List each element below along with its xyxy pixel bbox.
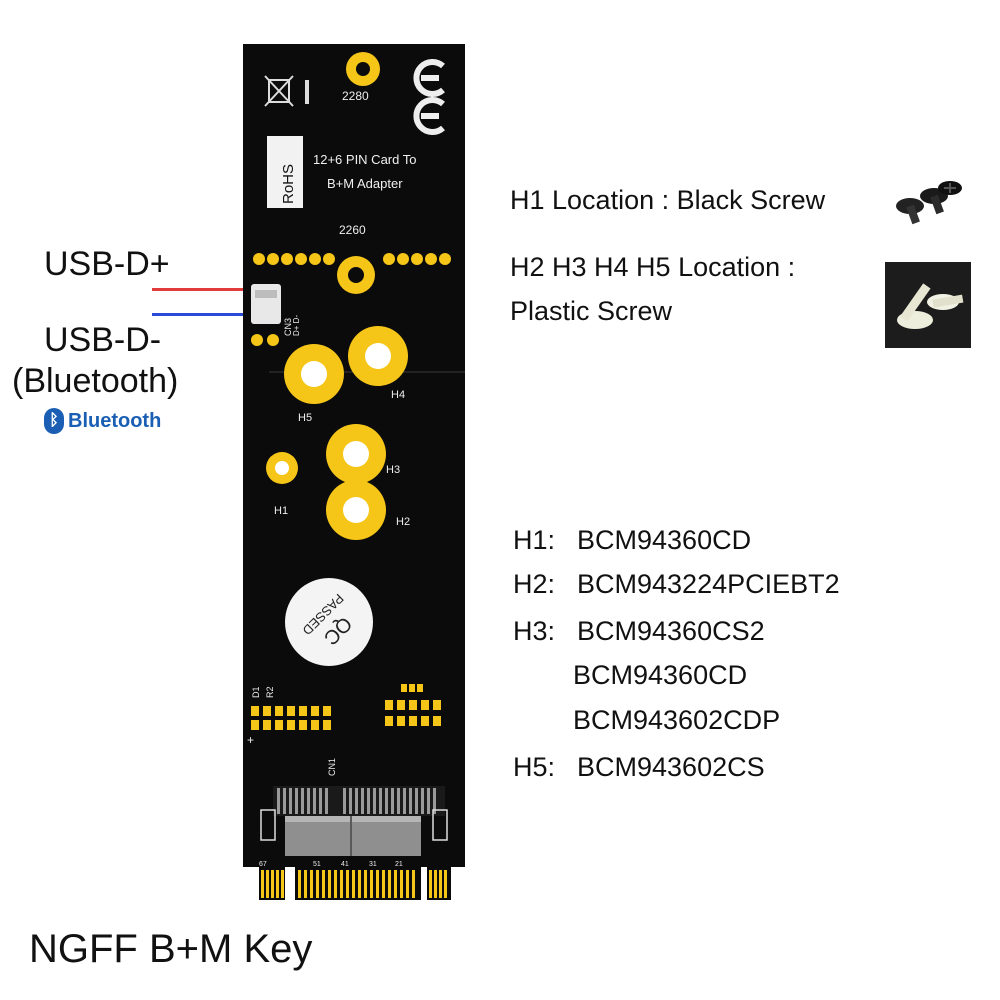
pin-21: 21 — [395, 861, 403, 868]
cn3-pin-labels: D+ D- — [292, 315, 301, 336]
edge-fingers-middle — [298, 870, 415, 898]
rohs-text: RoHS — [280, 164, 297, 204]
pin-67: 67 — [259, 861, 267, 868]
edge-fingers-left — [261, 870, 284, 898]
h5-label: H5 — [298, 412, 312, 424]
cn1-label: CN1 — [327, 758, 337, 776]
board-title-line2: B+M Adapter — [327, 176, 403, 191]
cn1-plug — [285, 816, 421, 856]
usb-dminus-label: USB-D- — [44, 321, 162, 359]
pad-row-left — [253, 253, 335, 265]
cn1-connector — [273, 786, 445, 816]
silk-plus: + — [247, 733, 254, 747]
smd-pads-left — [251, 706, 331, 730]
bluetooth-icon: ᛒ — [44, 408, 64, 434]
bluetooth-paren-label: (Bluetooth) — [12, 362, 179, 400]
compat-h3-model-3: BCM943602CDP — [573, 705, 781, 735]
ce-mark-icon — [413, 59, 445, 135]
cn1-contacts — [277, 788, 436, 814]
compat-h1-model: BCM94360CD — [577, 525, 752, 555]
h4-label: H4 — [391, 389, 405, 401]
bluetooth-logo: ᛒ Bluetooth — [44, 408, 161, 434]
blue-wire — [152, 313, 244, 316]
silk-r2: R2 — [265, 686, 275, 698]
pin-51: 51 — [313, 861, 321, 868]
rohs-badge — [267, 136, 303, 208]
plastic-screw-location-line2: Plastic Screw — [510, 296, 673, 326]
h2-label: H2 — [396, 516, 410, 528]
compat-h2-label: H2: — [513, 569, 556, 599]
usb-dplus-label: USB-D+ — [44, 245, 170, 283]
compat-h3-model-2: BCM94360CD — [573, 660, 748, 690]
smd-pads-right — [385, 684, 441, 726]
board-title-line1: 12+6 PIN Card To — [313, 152, 416, 167]
edge-fingers-right — [429, 870, 447, 898]
compat-h5-label: H5: — [513, 752, 556, 782]
size-2280-label: 2280 — [342, 89, 369, 103]
h3-label: H3 — [386, 464, 400, 476]
plastic-screw-image — [885, 262, 971, 348]
pad-row-right — [383, 253, 451, 265]
red-wire — [152, 288, 244, 291]
h1-screw-location: H1 Location : Black Screw — [510, 185, 826, 215]
weee-bin-icon — [264, 75, 294, 107]
bluetooth-logo-text: Bluetooth — [68, 409, 162, 432]
compat-h2-model: BCM943224PCIEBT2 — [577, 569, 840, 599]
black-screw-image — [896, 181, 962, 225]
plastic-screw-location-line1: H2 H3 H4 H5 Location : — [510, 252, 796, 282]
compat-h3-label: H3: — [513, 616, 556, 646]
plastic-screw-icon — [897, 283, 964, 329]
h1-label: H1 — [274, 505, 288, 517]
pcb-adapter-board: 2280 RoHS 12+6 PIN Card To B+M Adapter 2… — [243, 44, 465, 900]
compat-h3-model-1: BCM94360CS2 — [577, 616, 765, 646]
compat-h5-model: BCM943602CS — [577, 752, 765, 782]
silk-d1: D1 — [251, 686, 261, 698]
compat-h1-label: H1: — [513, 525, 556, 555]
qc-passed-seal — [285, 578, 373, 666]
black-screw-icon — [896, 181, 962, 225]
pin-41: 41 — [341, 861, 349, 868]
size-2260-label: 2260 — [339, 223, 366, 237]
pin-31: 31 — [369, 861, 377, 868]
ngff-key-caption: NGFF B+M Key — [29, 927, 313, 971]
cn3-label: CN3 — [283, 318, 293, 336]
